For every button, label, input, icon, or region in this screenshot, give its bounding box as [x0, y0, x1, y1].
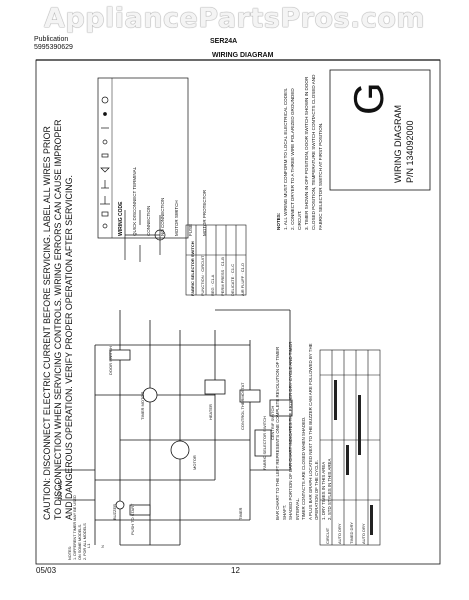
fabric-switch-symbol: [254, 429, 272, 457]
diagram-letter: G: [345, 82, 392, 115]
fabric-cell: AIR FLUFF: [240, 275, 245, 296]
thermostat-symbol: [239, 389, 261, 403]
wiring-code-symbols: [100, 96, 110, 229]
fabric-selector-title: FABRIC SELECTOR SWITCH: [190, 241, 195, 296]
fabric-cell: DELICATE: [230, 276, 235, 296]
schematic-components: [109, 349, 293, 516]
buzzer-label: BUZZER: [112, 504, 117, 520]
part-number: P/N 134092000: [405, 120, 415, 183]
buzzer-symbol: [115, 500, 125, 510]
caution-line: CAUTION: DISCONNECT ELECTRIC CURRENT BEF…: [42, 126, 52, 520]
page-title: WIRING DIAGRAM: [212, 52, 274, 59]
centrif-label: CENTRIF SWITCH: [270, 405, 275, 440]
bar-chart-header: AUTO DRY: [337, 523, 342, 544]
wiring-code-item: QUICK DISCONNECT TERMINAL: [132, 166, 137, 236]
timer-motor-schematic: [124, 210, 166, 262]
notes-left-line: 2. FOR ALL MODELS: [83, 523, 87, 560]
bar-chart-header: TIMED DRY: [349, 522, 354, 544]
notes-block: NOTES: 1. ALL WIRING MUST CONFORM TO LOC…: [275, 70, 324, 230]
timer-motor-symbol: [142, 387, 158, 403]
wiring-diagram-label: WIRING DIAGRAM: [393, 105, 403, 183]
watermark: AppliancePartsPros.com: [43, 2, 426, 34]
note-item: 1. ALL WIRING MUST CONFORM TO LOCAL ELEC…: [283, 87, 288, 230]
bar-chart-note: BAR CHART TO THE LEFT REPRESENTS ONE COM…: [275, 346, 287, 520]
bar-chart-note: 2. STD STYLES IN THIS AREA: [327, 458, 332, 520]
model-code: SER24A: [210, 38, 238, 45]
fabric-col: FUNCTION: [200, 275, 205, 296]
diagram-id-label: WIRING DIAGRAM P/N 134092000: [392, 105, 416, 183]
caution-block: CAUTION: DISCONNECT ELECTRIC CURRENT BEF…: [42, 120, 75, 520]
main-schematic: [60, 309, 291, 546]
bar-chart-header: AUTO DRY: [361, 523, 366, 544]
footer-date: 05/03: [36, 566, 57, 575]
timer-label: TIMER: [238, 507, 243, 520]
note-item: 2. CONNECT DRYER TO A THREE WIRE POLARIZ…: [290, 88, 302, 230]
heater-label: HEATER: [208, 404, 213, 420]
fabric-switch-label: FABRIC SELECTOR SWITCH: [262, 416, 267, 470]
centrif-switch-symbol: [269, 399, 293, 417]
fabric-cell: C1-B: [220, 257, 225, 267]
thermostat-label: CONTROL THERMOSTAT: [240, 382, 245, 430]
wiring-code-item: CONNECTION: [146, 205, 151, 236]
drive-motor-label: MOTOR: [192, 455, 197, 470]
fabric-selector-labels: FABRIC SELECTOR SWITCH FUNCTION · CIRCUI…: [190, 241, 245, 296]
wiring-code-title: WIRING CODE: [118, 201, 124, 236]
caution-line: AND DANGEROUS OPERATION. VERIFY PROPER O…: [64, 175, 74, 520]
bar-chart-grid: [319, 349, 381, 546]
diagram-id-box: [329, 69, 431, 191]
wiring-code-item: FUSE: [188, 223, 193, 236]
bar-chart-headers: CIRCUIT AUTO DRY TIMED DRY AUTO DRY: [322, 522, 370, 544]
push-start-symbol: [129, 504, 151, 516]
page-number: 12: [231, 566, 240, 575]
door-switch-label: DOOR SWITCH: [108, 346, 113, 375]
fabric-col: CIRCUIT: [200, 255, 205, 272]
bar-chart-note: A PLUS BAR GRAPH LOCATED NEXT TO THE BUZ…: [307, 343, 320, 520]
notes-title: NOTES:: [276, 212, 281, 230]
bar-chart-shaded: [334, 380, 373, 535]
bar-chart-notes: BAR CHART TO THE LEFT REPRESENTS ONE COM…: [275, 340, 334, 520]
volts-label: 120 VAC: [58, 480, 64, 500]
fabric-cell: C1-D: [240, 262, 245, 273]
push-to-start-label: PUSH TO START: [130, 503, 135, 536]
notes-left: NOTES: 1. DIFFERENT TIMER MAY BE USED ON…: [68, 495, 88, 560]
note-item: 3. TIMER SHOWN IN OFF POSITION, DOOR SWI…: [304, 74, 323, 230]
heater-symbol: [204, 379, 226, 395]
timer-motor-label: TIMER MOTOR: [140, 391, 145, 420]
bar-chart-note: SHADED PORTION OF BAR CHART INDICATES TH…: [288, 341, 300, 520]
wiring-code-item: MOTOR SWITCH: [174, 200, 179, 236]
fabric-selector-table: [185, 224, 247, 296]
door-switch-symbol: [109, 349, 131, 361]
wiring-code-item: NO CONNECTION: [160, 197, 165, 236]
wiring-code-list: WIRING CODE QUICK DISCONNECT TERMINAL CO…: [114, 167, 212, 236]
publication-number: 5995390629: [34, 44, 73, 51]
caution-line: TO DISCONNECTION WHEN SERVICING CONTROLS…: [53, 119, 63, 520]
sheet-border: [35, 59, 441, 565]
fabric-cell: C1-C: [230, 263, 235, 274]
fabric-cell: C1-A: [210, 274, 215, 284]
bar-chart-header: CIRCUIT: [325, 527, 330, 544]
wiring-code-box: [97, 77, 189, 239]
drive-motor-symbol: [170, 440, 190, 460]
neutral-label: N: [100, 545, 105, 548]
wiring-code-item: MOTOR PROTECTOR: [202, 189, 207, 236]
publication-label: Publication: [34, 36, 69, 43]
fabric-cell: PERM PRESS: [220, 269, 225, 296]
fabric-cell: REG: [210, 287, 215, 296]
